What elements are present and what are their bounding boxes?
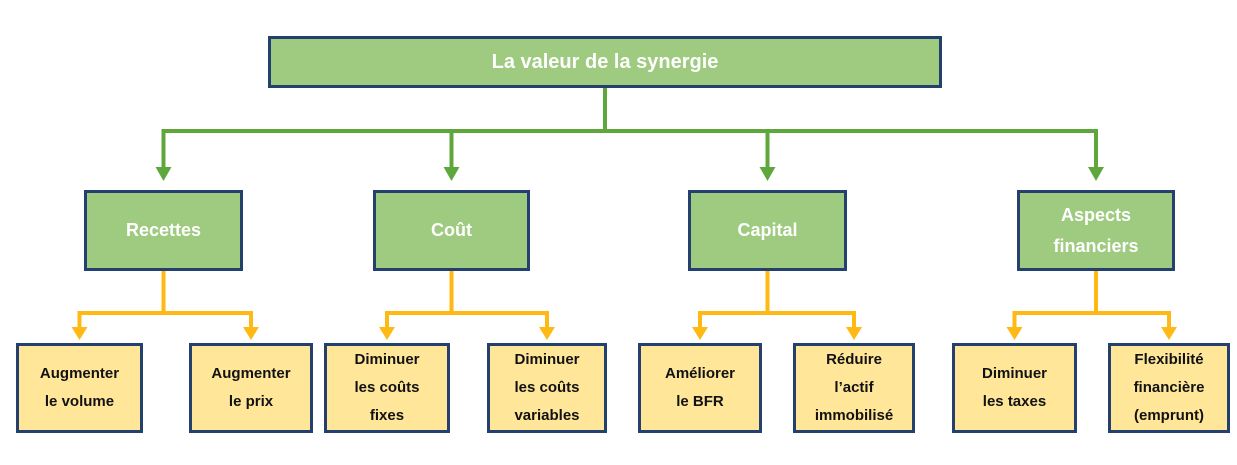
node-leaf-diminuer-couts-fixes: Diminuer les coûts fixes — [324, 343, 450, 433]
branch-label-line: financiers — [1053, 235, 1139, 256]
node-branch-capital: Capital — [688, 190, 847, 271]
orange-connector-group-capital — [692, 271, 862, 340]
leaf-label-line: le BFR — [676, 393, 724, 410]
leaf-label-line: Diminuer — [354, 351, 420, 368]
leaf-label-line: Réduire — [826, 351, 882, 368]
node-branch-aspects-financiers: Aspects financiers — [1017, 190, 1175, 271]
leaf-label-line: fixes — [369, 407, 405, 424]
green-connector-group — [155, 88, 1104, 181]
leaf-label-line: Diminuer — [514, 351, 580, 368]
node-branch-recettes: Recettes — [84, 190, 243, 271]
leaf-label-line: (emprunt) — [1134, 407, 1204, 424]
leaf-label-line: Flexibilité — [1134, 351, 1204, 368]
leaf-label-line: les coûts — [514, 379, 580, 396]
leaf-label-line: les coûts — [354, 379, 420, 396]
leaf-label-line: Améliorer — [664, 365, 736, 382]
node-leaf-reduire-actif-immobilise: Réduire l’actif immobilisé — [793, 343, 915, 433]
leaf-label-line: Augmenter — [39, 365, 120, 382]
orange-connector-group-recettes — [71, 271, 259, 340]
root-label: La valeur de la synergie — [491, 51, 719, 73]
orange-connector-group-aspects — [1006, 271, 1177, 340]
node-branch-cout: Coût — [373, 190, 530, 271]
branch-label-line: Aspects — [1060, 204, 1132, 225]
leaf-label-line: le volume — [44, 393, 115, 410]
branch-label: Recettes — [125, 220, 202, 240]
branch-label: Coût — [431, 220, 472, 240]
leaf-label-line: immobilisé — [814, 407, 894, 424]
node-leaf-augmenter-le-volume: Augmenter le volume — [16, 343, 143, 433]
leaf-label-line: financière — [1133, 379, 1205, 396]
node-root-valeur-synergie: La valeur de la synergie — [268, 36, 942, 88]
node-leaf-flexibilite-financiere: Flexibilité financière (emprunt) — [1108, 343, 1230, 433]
leaf-label-line: Augmenter — [211, 365, 291, 382]
orange-connector-group-cout — [379, 271, 555, 340]
node-leaf-diminuer-les-taxes: Diminuer les taxes — [952, 343, 1077, 433]
branch-label: Capital — [737, 220, 798, 240]
leaf-label-line: variables — [514, 407, 580, 424]
node-leaf-augmenter-le-prix: Augmenter le prix — [189, 343, 313, 433]
leaf-label-line: le prix — [228, 393, 274, 410]
node-leaf-ameliorer-le-bfr: Améliorer le BFR — [638, 343, 762, 433]
leaf-label-line: Diminuer — [981, 365, 1047, 382]
node-leaf-diminuer-couts-variables: Diminuer les coûts variables — [487, 343, 607, 433]
leaf-label-line: l’actif — [834, 379, 874, 396]
leaf-label-line: les taxes — [982, 393, 1047, 410]
